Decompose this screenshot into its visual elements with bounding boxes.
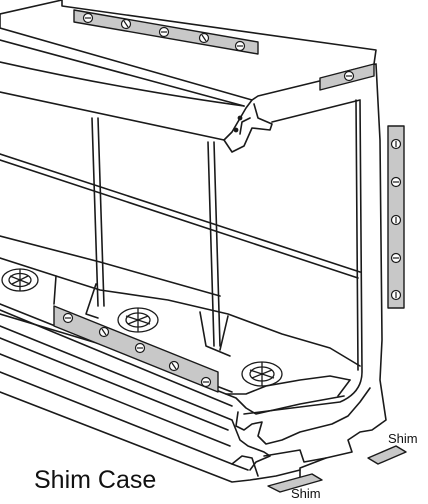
screw-head-icon — [134, 342, 146, 354]
shim-plate-floor-bottom — [267, 473, 323, 493]
figure-title: Shim Case — [34, 466, 157, 494]
deck-divider-4 — [219, 315, 229, 351]
canopy-bracket — [223, 103, 273, 153]
screw-head-icon — [198, 32, 210, 44]
screw-head-icon — [234, 40, 246, 52]
canopy-rivet — [233, 127, 239, 133]
base-return — [235, 387, 371, 445]
front-bumper-5 — [0, 391, 301, 483]
deck-divider-5 — [337, 379, 351, 397]
mullion-center-2 — [213, 141, 221, 347]
glass-horizontal-upper — [0, 153, 361, 273]
glass-horizontal-upper-2 — [0, 159, 359, 279]
front-bumper-3 — [0, 353, 231, 447]
glass-horizontal-lower — [0, 235, 221, 297]
screw-head-icon — [168, 360, 180, 372]
front-bumper — [0, 325, 271, 471]
screw-head-icon — [390, 214, 402, 226]
shim-callout-right: Shim — [388, 431, 418, 446]
screw-head-icon — [120, 18, 132, 30]
screw-head-icon — [390, 289, 402, 301]
shim-plate-floor-right — [367, 445, 407, 465]
canopy-clip — [239, 117, 251, 135]
screw-head-icon — [390, 138, 402, 150]
deck-divider-2 — [85, 283, 99, 319]
fan-grille-icon — [117, 307, 159, 333]
screw-head-icon — [82, 12, 94, 24]
base-rail — [231, 455, 259, 477]
mullion-left-2 — [97, 117, 105, 307]
top-panel-inner-edge — [0, 39, 245, 107]
end-panel-window — [243, 99, 363, 415]
front-bumper-2 — [0, 337, 229, 431]
deck-sump — [225, 375, 351, 395]
screw-head-icon — [343, 70, 355, 82]
deck-back-edge — [0, 257, 361, 367]
screw-head-icon — [200, 376, 212, 388]
screw-head-icon — [98, 326, 110, 338]
end-panel-inner-edge — [355, 99, 359, 371]
base-rail-2 — [263, 449, 327, 463]
deck-divider-3 — [199, 311, 231, 357]
top-panel-front-lip — [0, 91, 253, 141]
fan-grille-icon — [241, 361, 283, 387]
top-panel-curve — [0, 61, 245, 107]
screw-head-icon — [62, 312, 74, 324]
screw-head-icon — [390, 176, 402, 188]
deck-divider-1 — [53, 275, 57, 305]
shim-callout-bottom: Shim — [291, 486, 321, 501]
canopy-rivet-2 — [237, 115, 243, 121]
screw-head-icon — [390, 252, 402, 264]
fan-grille-icon — [1, 268, 39, 292]
end-panel-outline — [299, 63, 387, 481]
screw-head-icon — [158, 26, 170, 38]
mullion-center — [207, 141, 215, 347]
mullion-left — [91, 117, 99, 307]
